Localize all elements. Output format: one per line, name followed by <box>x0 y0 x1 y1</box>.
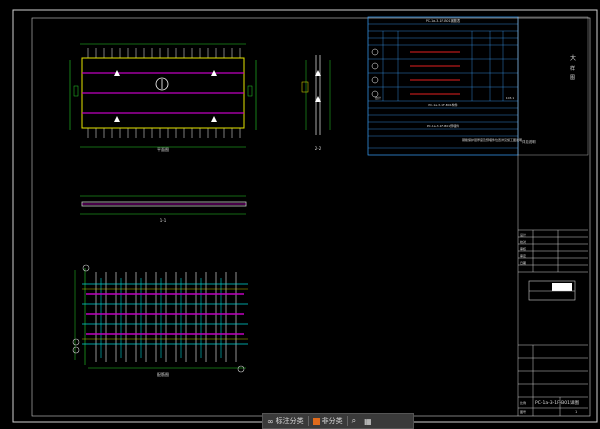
table-subtitle-1: PC-1a-3-1F-B01构件 <box>428 102 457 107</box>
tb-row-3: 审核 <box>520 246 526 251</box>
grid-icon: ▦ <box>364 416 372 426</box>
right-note-area <box>517 16 589 156</box>
tb-scale-label: 比例 <box>520 400 526 405</box>
section-2-2 <box>301 55 331 135</box>
orange-square-icon <box>312 417 320 425</box>
table-total-label: 合计 <box>375 95 381 100</box>
grid-button[interactable]: ▦ <box>360 414 376 428</box>
link-icon: ∞ <box>267 416 274 426</box>
section-1-1 <box>80 195 247 215</box>
search-icon: ⌕ <box>351 416 357 425</box>
toolbar-separator <box>307 416 309 426</box>
table-title: PC-1a-3-1F-B01钢筋表 <box>426 18 461 23</box>
tb-row-5: 日期 <box>520 260 526 265</box>
right-note-text: 详见说明 <box>522 139 536 144</box>
zoom-button[interactable]: ⌕ <box>348 414 360 428</box>
non-class-label: 非分类 <box>321 417 343 425</box>
tb-sheet-label: 图号 <box>520 409 526 414</box>
bottom-toolbar: ∞ 标注分类 非分类 ⌕ ▦ <box>262 413 414 429</box>
right-note-c: 图 <box>570 75 575 81</box>
non-class-button[interactable]: 非分类 <box>309 414 347 428</box>
plan-view-label: 平面图 <box>157 146 169 152</box>
tb-row-2: 校对 <box>520 239 526 244</box>
right-note-b: 样 <box>570 65 575 72</box>
right-note-a: 大 <box>570 54 576 62</box>
tb-page: 1 <box>575 410 577 414</box>
rebar-table <box>367 16 519 156</box>
tb-row-4: 审定 <box>520 253 526 258</box>
rebar-view <box>72 264 248 373</box>
section-1-1-label: 1-1 <box>160 218 167 223</box>
section-2-2-label: 2-2 <box>315 146 322 151</box>
plan-view <box>69 43 257 148</box>
company-logo <box>528 280 576 301</box>
tb-drawing-number: PC-1a-3-1F-B01详图 <box>535 399 579 406</box>
table-note: 钢筋保护层厚度及预埋件位置详见施工图说明 <box>462 137 522 142</box>
toolbar-separator <box>346 416 348 426</box>
rebar-view-label: 配筋图 <box>157 371 169 377</box>
sheet-border <box>12 9 598 423</box>
table-subtitle-2: PC-1a-3-1F-B01预埋件 <box>427 123 459 128</box>
annotation-class-label: 标注分类 <box>275 417 304 425</box>
title-block <box>517 155 588 416</box>
tb-row-1: 设计 <box>520 232 526 237</box>
annotation-class-button[interactable]: ∞ 标注分类 <box>263 414 308 428</box>
table-total-value: 103.1 <box>506 96 515 100</box>
